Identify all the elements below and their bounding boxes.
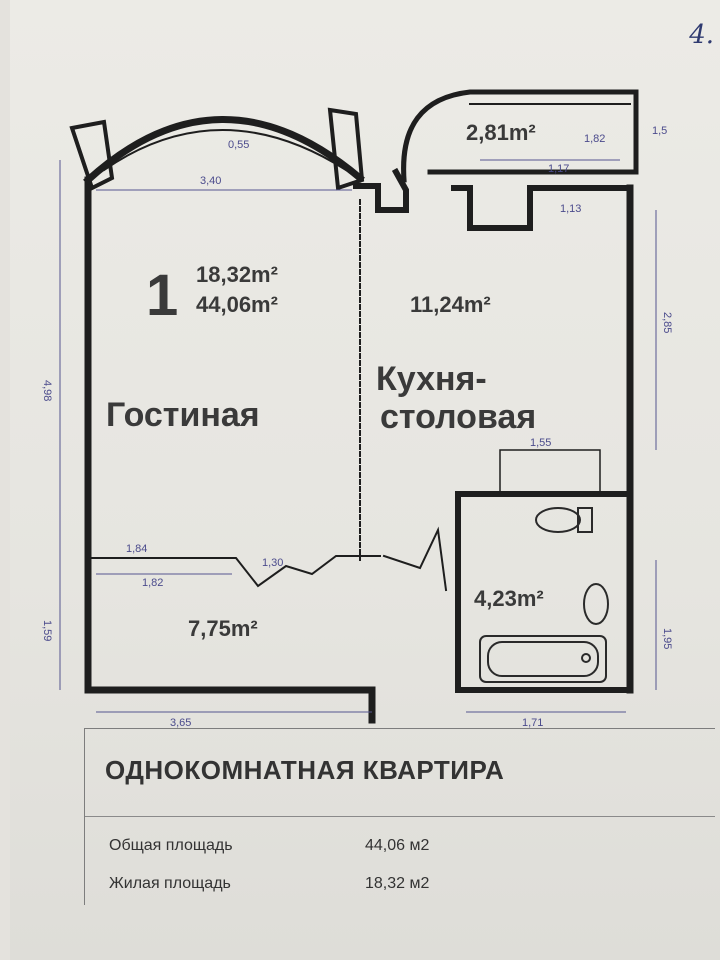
dim-4-98: 4,98 (41, 380, 53, 401)
floor-plan: 3,40 4,98 1,59 3,65 1,71 2,85 1,55 1,95 … (41, 89, 673, 729)
bottom-wall-left (84, 686, 376, 724)
handwritten-note: 4. (689, 20, 714, 50)
living-room-area: 18,32m² (196, 262, 278, 287)
toilet-bowl (535, 507, 581, 533)
bathtub (479, 635, 607, 683)
caption-title: ОДНОКОМНАТНАЯ КВАРТИРА (105, 755, 505, 785)
dim-1-59: 1,59 (41, 620, 53, 641)
sink (583, 583, 609, 625)
dim-0-55: 0,55 (228, 139, 249, 151)
dim-1-84: 1,84 (126, 543, 147, 555)
bathroom-area: 4,23m² (474, 586, 544, 611)
bay-window-arc (83, 116, 365, 185)
dim-1-30: 1,30 (262, 557, 283, 569)
column-wall (353, 167, 409, 213)
dim-1-71: 1,71 (522, 717, 543, 729)
bathroom-fixtures (479, 507, 609, 683)
toilet-tank (577, 507, 593, 533)
living-room-name: Гостиная (106, 396, 260, 434)
bathroom-wall (455, 491, 633, 693)
living-area-label: Жилая площадь (109, 875, 231, 892)
bay-pier-right (327, 107, 365, 191)
dim-1-82-loggia: 1,82 (584, 133, 605, 145)
door-swing (382, 526, 448, 592)
dim-1-17: 1,17 (548, 163, 569, 175)
dimension-labels: 3,40 4,98 1,59 3,65 1,71 2,85 1,55 1,95 … (41, 125, 673, 729)
apartment-total-area: 44,06m² (196, 292, 278, 317)
bay-window-arc-inner (102, 129, 348, 172)
dim-1-95: 1,95 (661, 628, 673, 649)
living-area-value: 18,32 м2 (365, 875, 430, 892)
kitchen-top-wall (451, 185, 633, 231)
dimension-lines (59, 159, 657, 713)
dim-1-82: 1,82 (142, 577, 163, 589)
kitchen-counter (499, 449, 601, 495)
bathtub-inner (487, 641, 599, 677)
dim-1-5: 1,5 (652, 125, 667, 137)
hall-partition (87, 555, 381, 588)
living-room-number: 1 (146, 263, 179, 328)
kitchen-area: 11,24m² (410, 292, 491, 317)
apartment-caption: ОДНОКОМНАТНАЯ КВАРТИРА Общая площадь 44,… (84, 728, 715, 905)
dim-3-65: 3,65 (170, 717, 191, 729)
bay-pier-left (69, 119, 115, 191)
loggia-area: 2,81m² (466, 120, 536, 145)
tub-drain (581, 653, 591, 663)
dim-3-40: 3,40 (200, 175, 221, 187)
hall-area: 7,75m² (188, 616, 258, 641)
kitchen-name-line2: столовая (380, 398, 537, 436)
loggia-wall (401, 89, 639, 183)
total-area-value: 44,06 м2 (365, 837, 430, 854)
dim-2-85: 2,85 (661, 312, 673, 333)
dim-1-55: 1,55 (530, 437, 551, 449)
walls (69, 89, 639, 724)
caption-divider (85, 816, 715, 817)
dim-1-13: 1,13 (560, 203, 581, 215)
total-area-label: Общая площадь (109, 837, 233, 854)
kitchen-name-line1: Кухня- (376, 360, 487, 398)
